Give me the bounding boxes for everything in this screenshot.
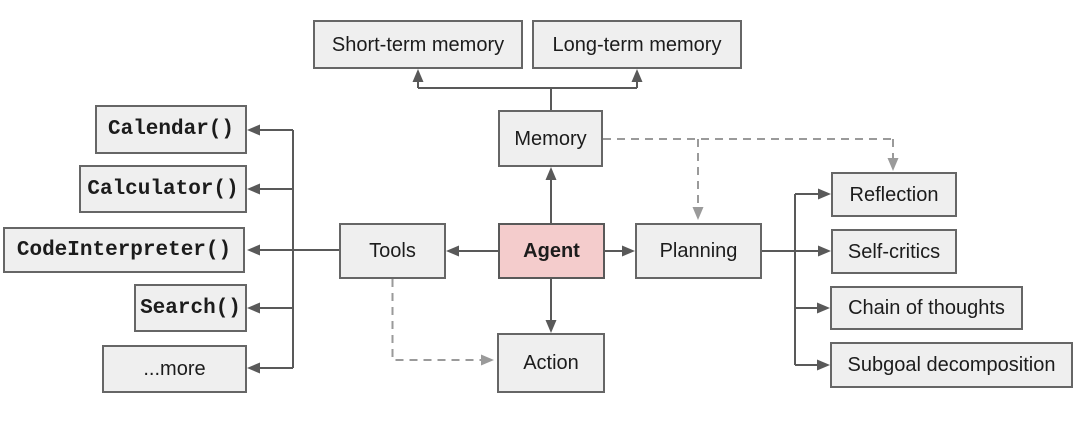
edge-agent-to-planning: [605, 245, 635, 257]
node-more-tools: ...more: [102, 345, 247, 393]
edge-agent-to-memory: [545, 167, 557, 223]
node-memory: Memory: [498, 110, 603, 167]
edge-tools-to-tool-list: [247, 124, 339, 374]
edge-planning-to-strategies: [762, 188, 831, 371]
node-short-term-memory: Short-term memory: [313, 20, 523, 69]
node-tools: Tools: [339, 223, 446, 279]
edge-tools-dashed-to-action: [391, 279, 494, 366]
node-self-critics: Self-critics: [831, 229, 957, 274]
node-search-tool: Search(): [134, 284, 247, 332]
node-chain-of-thoughts: Chain of thoughts: [830, 286, 1023, 330]
edge-memory-to-memory-types: [412, 69, 643, 110]
node-code-interpreter-tool: CodeInterpreter(): [3, 227, 245, 273]
node-action: Action: [497, 333, 605, 393]
node-subgoal-decomposition: Subgoal decomposition: [830, 342, 1073, 388]
node-calendar-tool: Calendar(): [95, 105, 247, 154]
edge-memory-dashed-to-planning-reflection: [603, 138, 899, 220]
node-calculator-tool: Calculator(): [79, 165, 247, 213]
node-long-term-memory: Long-term memory: [532, 20, 742, 69]
node-reflection: Reflection: [831, 172, 957, 217]
edge-agent-to-tools: [446, 245, 498, 257]
node-planning: Planning: [635, 223, 762, 279]
edge-agent-to-action: [545, 279, 557, 333]
node-agent: Agent: [498, 223, 605, 279]
